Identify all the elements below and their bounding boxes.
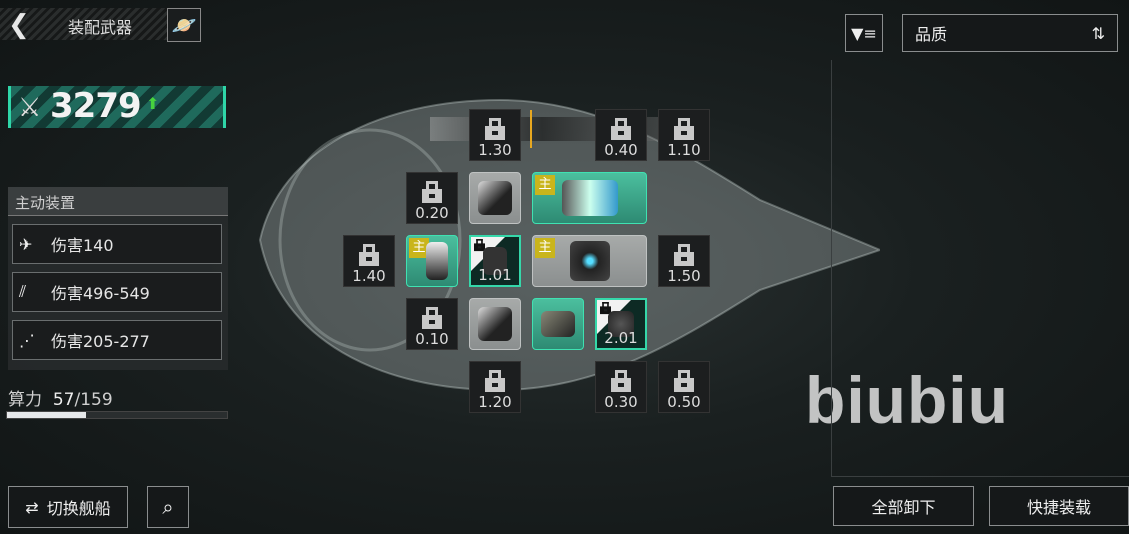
- power-value: 3279: [50, 86, 142, 126]
- lock-icon: [674, 118, 694, 140]
- marker-line: [530, 110, 532, 148]
- weapon-slot-main-cylinder[interactable]: 主: [532, 172, 647, 224]
- ship-info-button[interactable]: 🪐: [167, 8, 201, 42]
- lock-icon: [611, 370, 631, 392]
- missile-icon: ⫽: [19, 282, 27, 301]
- filter-icon: ▼≡: [851, 23, 877, 43]
- sort-dropdown[interactable]: 品质 ⇅: [902, 14, 1118, 52]
- sort-label: 品质: [915, 25, 948, 44]
- active-devices-title: 主动装置: [8, 187, 228, 216]
- page-title: 装配武器: [68, 18, 133, 37]
- arrow-up-icon: ⬆: [146, 94, 160, 113]
- quick-equip-label: 快捷装载: [1026, 498, 1091, 517]
- sort-icon: ⇅: [1091, 23, 1105, 43]
- power-panel: [8, 86, 226, 128]
- weapon-slot-main-turret[interactable]: 主: [406, 235, 458, 287]
- weapon-slot-gun[interactable]: [532, 298, 584, 350]
- panel-divider: [831, 476, 1129, 477]
- filter-button[interactable]: ▼≡: [845, 14, 883, 52]
- module-icon: [608, 311, 634, 337]
- scan-button[interactable]: ⌕: [147, 486, 189, 528]
- locked-slot[interactable]: 0.30: [595, 361, 647, 413]
- planet-icon: 🪐: [171, 13, 197, 37]
- locked-slot[interactable]: 0.40: [595, 109, 647, 161]
- header-bar: [0, 8, 200, 40]
- locked-slot[interactable]: 1.40: [343, 235, 395, 287]
- device-label: 伤害496-549: [51, 284, 150, 303]
- swap-icon: ⇄: [25, 497, 39, 517]
- device-label: 伤害205-277: [51, 332, 150, 351]
- tripod-turret-icon: [426, 242, 448, 280]
- cylinder-weapon-icon: [561, 180, 618, 216]
- active-device-item[interactable]: ⋰ 伤害205-277: [12, 320, 222, 360]
- lock-icon: [611, 118, 631, 140]
- locked-equipped-slot[interactable]: 2.01: [595, 298, 647, 350]
- back-chevron-icon[interactable]: ❮: [8, 10, 30, 40]
- missile-pod-icon: [569, 241, 610, 281]
- unequip-all-button[interactable]: 全部卸下: [833, 486, 974, 526]
- locked-slot[interactable]: 0.20: [406, 172, 458, 224]
- lock-icon: [485, 118, 505, 140]
- twin-gun-icon: [541, 311, 575, 337]
- weapon-slot-main-launcher[interactable]: 主: [532, 235, 647, 287]
- main-tag: 主: [535, 175, 555, 195]
- compute-bar: [6, 411, 228, 419]
- fighter-icon: ✈: [19, 234, 33, 254]
- locked-slot[interactable]: 0.50: [658, 361, 710, 413]
- compute-bar-fill: [7, 412, 86, 418]
- module-icon: [483, 247, 507, 275]
- lock-icon: [600, 302, 611, 315]
- multi-missile-icon: ⋰: [19, 330, 35, 350]
- watermark: biubiu: [805, 363, 1009, 437]
- locked-slot[interactable]: 1.10: [658, 109, 710, 161]
- switch-ship-label: 切换舰船: [46, 499, 111, 518]
- device-label: 伤害140: [51, 236, 114, 255]
- compute-readout: 算力 57/159: [8, 390, 113, 410]
- cannon-icon: [478, 181, 512, 215]
- lock-icon: [674, 244, 694, 266]
- main-tag: 主: [409, 238, 429, 258]
- locked-slot[interactable]: 1.30: [469, 109, 521, 161]
- active-device-item[interactable]: ⫽ 伤害496-549: [12, 272, 222, 312]
- lock-icon: [474, 239, 485, 252]
- locked-slot[interactable]: 1.20: [469, 361, 521, 413]
- lock-icon: [674, 370, 694, 392]
- weapon-slot-cannon[interactable]: [469, 172, 521, 224]
- locked-equipped-slot[interactable]: 1.01: [469, 235, 521, 287]
- switch-ship-button[interactable]: ⇄ 切换舰船: [8, 486, 128, 528]
- lock-icon: [485, 370, 505, 392]
- unequip-all-label: 全部卸下: [871, 498, 936, 517]
- scan-icon: ⌕: [162, 495, 174, 519]
- lock-icon: [422, 307, 442, 329]
- lock-icon: [422, 181, 442, 203]
- swords-icon: ⚔: [18, 93, 42, 123]
- locked-slot[interactable]: 0.10: [406, 298, 458, 350]
- main-tag: 主: [535, 238, 555, 258]
- active-device-item[interactable]: ✈ 伤害140: [12, 224, 222, 264]
- quick-equip-button[interactable]: 快捷装载: [989, 486, 1129, 526]
- cannon-icon: [478, 307, 512, 341]
- locked-slot[interactable]: 1.50: [658, 235, 710, 287]
- weapon-slot-cannon[interactable]: [469, 298, 521, 350]
- lock-icon: [359, 244, 379, 266]
- panel-divider: [831, 60, 832, 476]
